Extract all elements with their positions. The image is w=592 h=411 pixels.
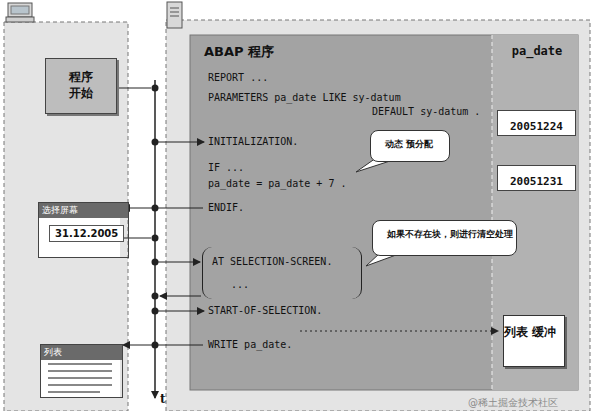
node-subtext: 31.12.2005 — [49, 225, 124, 242]
server-panel — [166, 20, 590, 411]
node-text: ABAP 程序 — [204, 43, 274, 61]
computer-icon — [6, 3, 34, 22]
callout: 如果不存在块，则进行清空处理 — [372, 220, 517, 256]
code-line: PARAMETERS pa_date LIKE sy-datum — [208, 92, 401, 103]
node-text: 选择屏幕 — [39, 203, 128, 218]
client-panel — [4, 22, 128, 411]
axis-label: t — [160, 392, 166, 406]
selection-screen: 选择屏幕 31.12.2005 — [38, 202, 129, 258]
flow-arrows — [119, 88, 498, 345]
node-text: pa_date — [492, 44, 582, 58]
code-line: INITIALIZATION. — [208, 136, 298, 147]
node-subtext: ... — [231, 279, 249, 290]
node-text: AT SELECTION-SCREEN. — [212, 256, 332, 267]
code-line: REPORT ... — [208, 72, 268, 83]
column-divider — [492, 35, 493, 390]
program-ground — [190, 35, 578, 390]
list-buffer: 列表 缓冲 — [503, 315, 565, 367]
code-line: IF ... — [208, 162, 244, 173]
node-text: 如果不存在块，则进行清空处理 — [387, 229, 513, 240]
node-text: 动态 预分配 — [385, 139, 423, 150]
code-line: START-OF-SELECTION. — [208, 305, 322, 316]
node-text: 20051224 — [498, 120, 575, 133]
value-box: 20051231 — [497, 165, 576, 191]
node-text: 20051231 — [498, 175, 575, 188]
code-line: DEFAULT sy-datum . — [372, 106, 480, 117]
event-block: AT SELECTION-SCREEN.... — [202, 247, 362, 299]
time-dots — [152, 85, 159, 349]
program-box: ABAP 程序pa_date2005122420051231列表 缓冲动态 预分… — [190, 35, 578, 390]
callout: 动态 预分配 — [370, 130, 450, 162]
watermark: @稀土掘金技术社区 — [468, 396, 558, 410]
value-box: 20051224 — [497, 110, 576, 136]
code-line: pa_date = pa_date + 7 . — [208, 178, 346, 189]
node-text: 程序 开始 — [68, 70, 93, 101]
list-window: 列表 — [40, 344, 123, 398]
code-line: ENDIF. — [208, 202, 244, 213]
start-box: 程序 开始 — [45, 58, 117, 114]
code-line: WRITE pa_date. — [208, 339, 292, 350]
server-icon — [167, 2, 182, 28]
node-text: 列表 缓冲 — [504, 325, 529, 340]
list-rows — [48, 364, 112, 392]
variable-column: pa_date 20051224 20051231 列表 缓冲 — [492, 35, 582, 390]
node-text: 列表 — [41, 345, 122, 360]
column-ground — [492, 35, 578, 390]
